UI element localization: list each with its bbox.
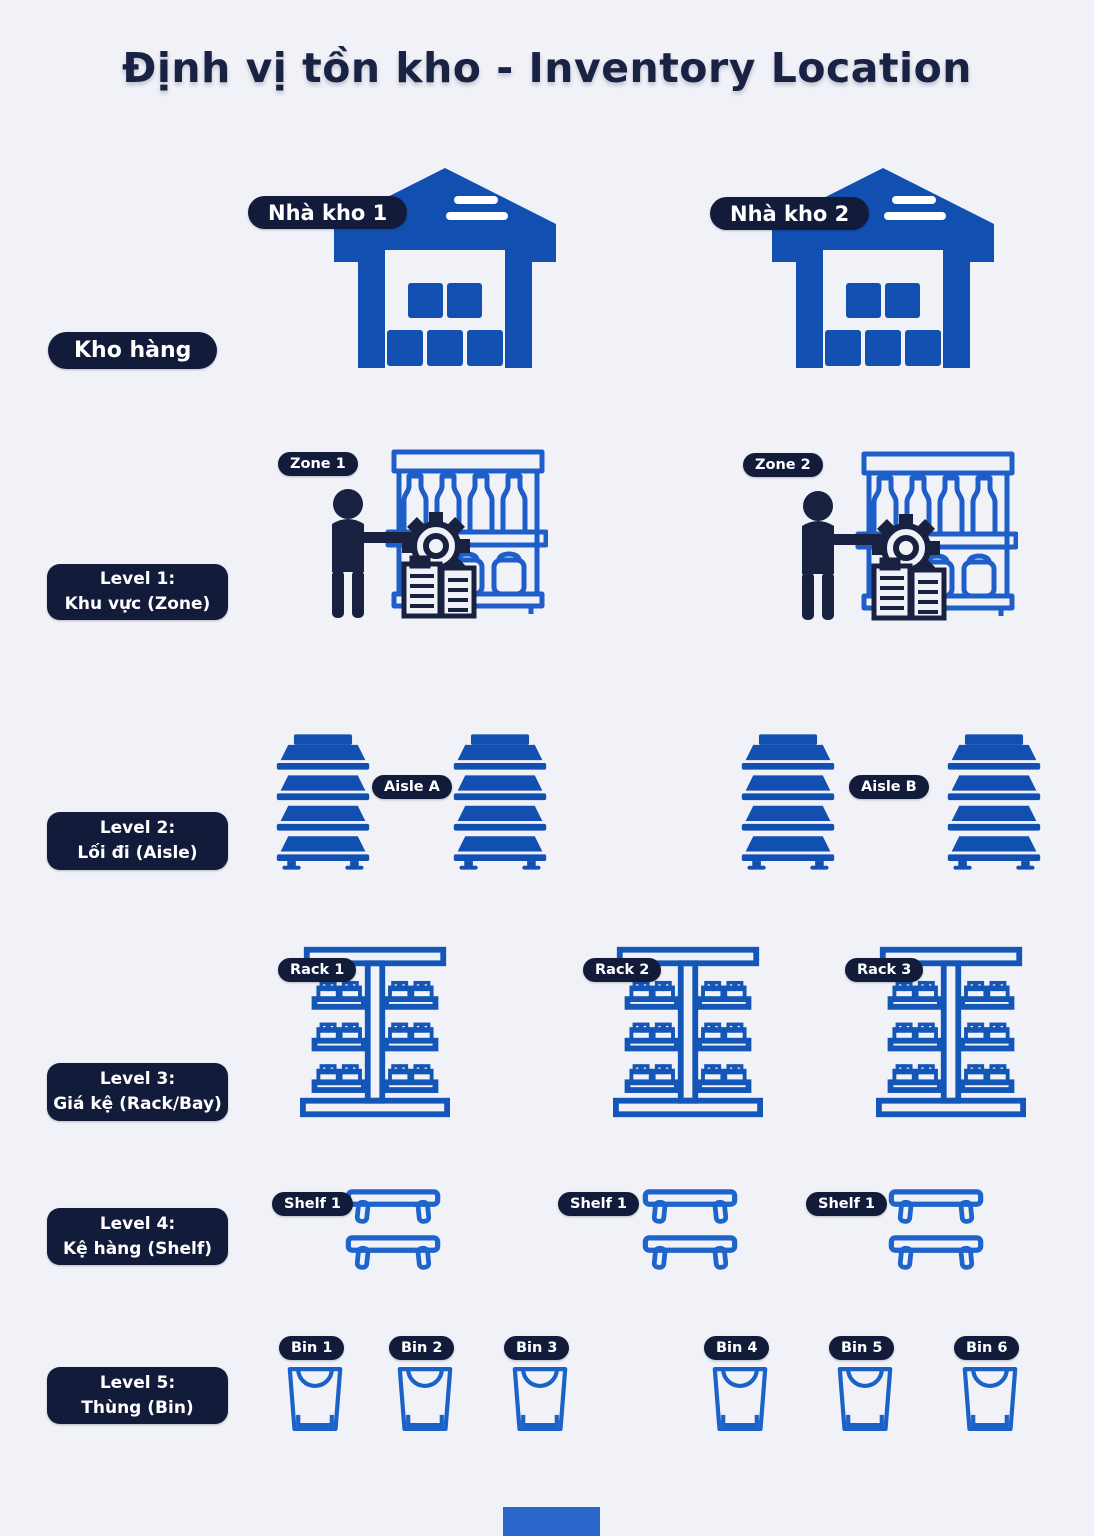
bin-3-label: Bin 3	[504, 1336, 570, 1360]
bin-icon	[712, 1366, 768, 1432]
warehouse-2-label: Nhà kho 2	[710, 197, 870, 230]
aisle-a-label: Aisle A	[372, 775, 452, 799]
zone-2-label: Zone 2	[743, 453, 823, 477]
level-1-line2: Khu vực (Zone)	[64, 594, 211, 614]
level-2-label: Level 2: Lối đi (Aisle)	[47, 812, 228, 870]
rack-3-label: Rack 3	[845, 958, 924, 982]
level-2-line1: Level 2:	[99, 818, 176, 838]
shelf-icon	[642, 1235, 738, 1273]
shelf-icon	[888, 1189, 984, 1227]
bin-1-label: Bin 1	[279, 1336, 345, 1360]
bin-icon	[962, 1366, 1018, 1432]
level-5-line1: Level 5:	[99, 1372, 176, 1393]
rack-1-label: Rack 1	[278, 958, 357, 982]
level-1-line1: Level 1:	[99, 569, 176, 589]
bin-2-label: Bin 2	[389, 1336, 455, 1360]
level-4-line1: Level 4:	[99, 1213, 176, 1234]
bin-icon	[287, 1366, 343, 1432]
shelf-1-label: Shelf 1	[272, 1192, 354, 1216]
zone-1-label: Zone 1	[278, 452, 358, 476]
warehouse-1-label: Nhà kho 1	[248, 196, 408, 229]
bin-6-label: Bin 6	[954, 1336, 1020, 1360]
bin-4-label: Bin 4	[704, 1336, 770, 1360]
level-2-line2: Lối đi (Aisle)	[77, 843, 198, 863]
zone-2-icon	[788, 450, 1018, 622]
aisle-b-label: Aisle B	[849, 775, 929, 799]
level-3-line2: Giá kệ (Rack/Bay)	[53, 1094, 222, 1114]
shelf-1-label: Shelf 1	[558, 1192, 640, 1216]
shelf-icon	[345, 1235, 441, 1273]
aisle-shelving-icon	[738, 732, 838, 872]
level-4-label: Level 4: Kệ hàng (Shelf)	[47, 1208, 228, 1265]
rack-2-label: Rack 2	[583, 958, 662, 982]
level-1-label: Level 1: Khu vực (Zone)	[47, 564, 228, 620]
bin-icon	[837, 1366, 893, 1432]
bin-icon	[512, 1366, 568, 1432]
level-3-line1: Level 3:	[99, 1069, 176, 1089]
level-5-label: Level 5: Thùng (Bin)	[47, 1367, 228, 1424]
level-3-label: Level 3: Giá kệ (Rack/Bay)	[47, 1063, 228, 1121]
aisle-shelving-icon	[944, 732, 1044, 872]
bin-icon	[397, 1366, 453, 1432]
bin-5-label: Bin 5	[829, 1336, 895, 1360]
aisle-shelving-icon	[450, 732, 550, 872]
level-4-line2: Kệ hàng (Shelf)	[62, 1238, 213, 1259]
page-title: Định vị tồn kho - Inventory Location	[122, 44, 972, 92]
warehouse-row-label: Kho hàng	[48, 332, 218, 369]
shelf-icon	[345, 1189, 441, 1227]
aisle-shelving-icon	[273, 732, 373, 872]
level-5-line2: Thùng (Bin)	[81, 1397, 194, 1418]
shelf-1-label: Shelf 1	[806, 1192, 888, 1216]
shelf-icon	[888, 1235, 984, 1273]
shelf-icon	[642, 1189, 738, 1227]
cutoff-shape	[503, 1507, 600, 1536]
